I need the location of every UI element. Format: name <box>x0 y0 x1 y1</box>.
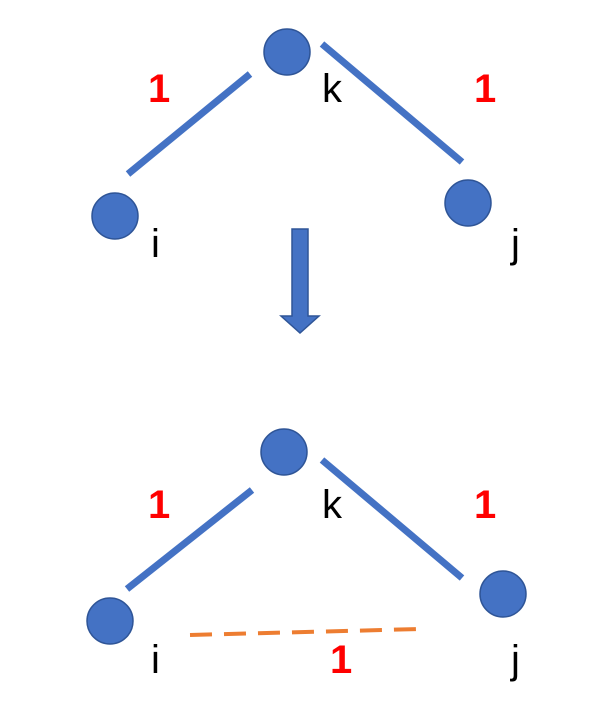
top-node-i <box>91 192 139 240</box>
bottom-edge-i-j-new <box>189 627 421 637</box>
top-graph: k i j 1 1 <box>91 28 520 266</box>
bottom-node-i-label: i <box>151 638 160 682</box>
bottom-node-i <box>86 597 134 645</box>
bottom-node-k-label: k <box>322 483 343 527</box>
top-weight-k-j: 1 <box>474 67 496 111</box>
top-edge-k-j <box>319 41 465 165</box>
bottom-graph: k i j 1 1 1 <box>86 428 527 682</box>
top-node-j-label: j <box>510 222 520 266</box>
bottom-weight-k-j: 1 <box>474 483 496 527</box>
top-weight-k-i: 1 <box>148 67 170 111</box>
top-node-i-label: i <box>151 222 160 266</box>
bottom-node-k <box>260 428 308 476</box>
bottom-node-j-label: j <box>510 638 520 682</box>
top-node-j <box>444 179 492 227</box>
top-edge-k-i <box>125 71 253 177</box>
bottom-weight-k-i: 1 <box>148 483 170 527</box>
down-arrow-icon <box>279 228 321 335</box>
top-node-k-label: k <box>322 67 343 111</box>
bottom-weight-i-j: 1 <box>330 638 352 682</box>
bottom-edge-k-j <box>319 457 465 581</box>
top-node-k <box>263 28 311 76</box>
bottom-node-j <box>479 570 527 618</box>
bottom-edge-k-i <box>124 487 255 592</box>
